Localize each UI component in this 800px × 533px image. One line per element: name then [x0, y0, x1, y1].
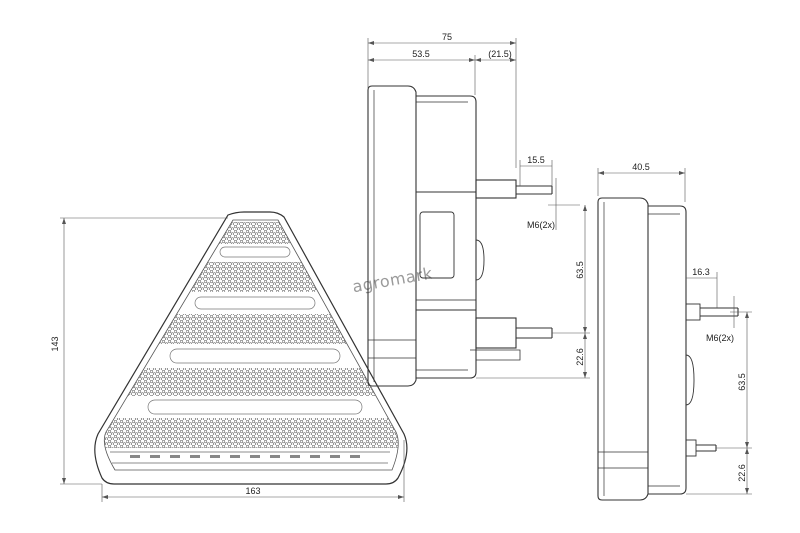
side-right-stud-bottom: 22.6 [737, 464, 747, 482]
side-left-overall-depth: 75 [442, 32, 452, 42]
side-left-stud-bottom: 22.6 [575, 348, 585, 366]
side-right-stud-spacing: 63.5 [737, 373, 747, 391]
right-dimensions [476, 160, 590, 379]
height-dimension [60, 217, 228, 485]
side-view-left [367, 38, 590, 387]
side-left-stud-spacing: 63.5 [575, 261, 585, 279]
side-right-stud-offset: 16.3 [692, 267, 710, 277]
side-left-stud-offset: 15.5 [527, 155, 545, 165]
lens-pattern [104, 222, 399, 464]
side-view-right [597, 168, 752, 501]
watermark: agromark [351, 263, 435, 296]
side-right-thread: M6(2x) [706, 333, 734, 343]
side-left-body-depth: 53.5 [412, 49, 430, 59]
width-dimension [101, 440, 405, 502]
right-top-dimension [597, 168, 686, 202]
height-label: 143 [50, 336, 60, 351]
front-view: 143 163 [50, 211, 408, 502]
width-label: 163 [245, 486, 260, 496]
side-left-stud-length: (21.5) [488, 49, 512, 59]
side-left-thread: M6(2x) [527, 220, 555, 230]
right-side-dimensions [686, 272, 752, 495]
top-dimensions [367, 38, 517, 168]
side-right-depth: 40.5 [632, 162, 650, 172]
front-view-outline [94, 211, 408, 485]
